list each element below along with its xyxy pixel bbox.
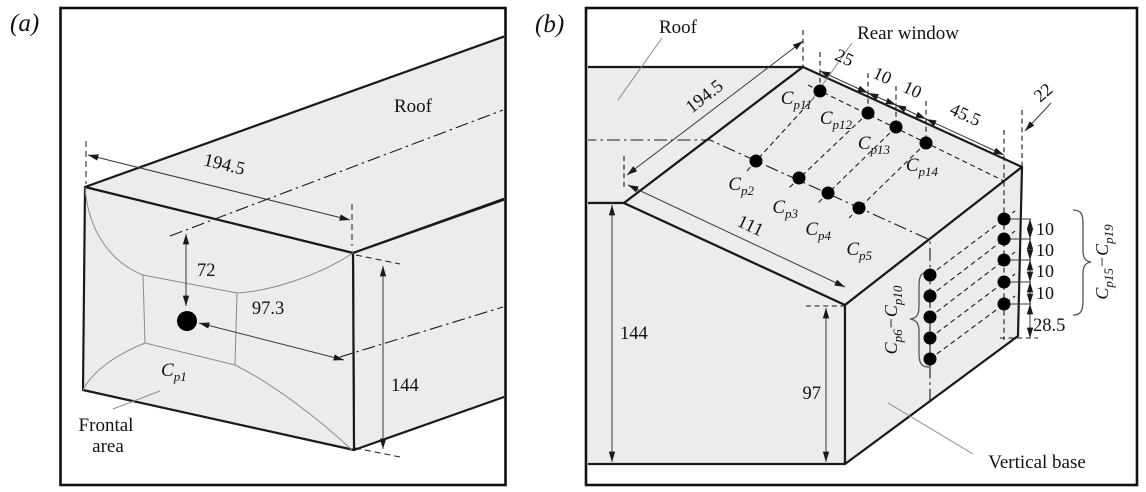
tap-label-cp1: Cp1 bbox=[161, 360, 187, 384]
tap-label-cp5: Cp5 bbox=[846, 239, 872, 263]
panel-a-tag: (a) bbox=[10, 10, 39, 37]
dim-label-base-10a: 10 bbox=[1036, 219, 1054, 239]
range-label-cp15-cp19: Cp15−Cp19 bbox=[1092, 224, 1116, 300]
dim-line-10b bbox=[895, 104, 927, 120]
tap-dot-cp19 bbox=[997, 297, 1011, 311]
roof-label-b: Roof bbox=[659, 17, 698, 38]
frontal-face-a bbox=[81, 185, 356, 452]
tap-dot-cp11 bbox=[813, 84, 827, 98]
tap-label-cp3: Cp3 bbox=[772, 197, 798, 221]
base-tap-guides bbox=[929, 210, 1016, 360]
tap-label-cp4: Cp4 bbox=[805, 219, 831, 243]
roof-label-a: Roof bbox=[394, 96, 433, 117]
tap-label-cp2: Cp2 bbox=[728, 174, 754, 198]
tap-dot-cp4 bbox=[821, 186, 835, 200]
tap-dot-cp13 bbox=[889, 120, 903, 134]
tap-dot-cp18 bbox=[997, 275, 1011, 289]
panel-b-tag: (b) bbox=[535, 11, 564, 38]
tap-dot-cp12 bbox=[861, 106, 875, 120]
tap-dot-cp15 bbox=[997, 212, 1011, 226]
dim-label-28-5: 28.5 bbox=[1033, 316, 1065, 336]
tap-label-cp13: Cp13 bbox=[858, 133, 891, 157]
dim-line-45-5 bbox=[925, 118, 1005, 156]
dim-label-base-10d: 10 bbox=[1036, 283, 1054, 303]
tap-dot-cp14 bbox=[919, 136, 933, 150]
dim-label-97-3: 97.3 bbox=[252, 299, 284, 319]
tap-dot-cp17 bbox=[997, 253, 1011, 267]
vertical-base-label: Vertical base bbox=[988, 452, 1086, 473]
tap-dot-cp7 bbox=[923, 289, 937, 303]
rear-window-label: Rear window bbox=[857, 23, 959, 44]
vertical-base-leader bbox=[887, 402, 974, 455]
dim-label-base-10b: 10 bbox=[1036, 240, 1054, 260]
tap-dot-cp16 bbox=[997, 232, 1011, 246]
tap-dot-cp1 bbox=[177, 311, 197, 331]
extension-ticks-a bbox=[85, 141, 401, 458]
tap-label-cp12: Cp12 bbox=[820, 108, 853, 132]
tap-dot-cp6 bbox=[923, 268, 937, 282]
dim-line-111 bbox=[627, 184, 846, 288]
base-tap-ticks bbox=[1004, 218, 1031, 305]
dim-label-72: 72 bbox=[197, 261, 216, 281]
brace-cp15-cp19 bbox=[1072, 209, 1092, 316]
dim-label-144-b: 144 bbox=[620, 324, 648, 344]
dim-label-144-a: 144 bbox=[391, 376, 419, 396]
dim-leader-22 bbox=[1024, 102, 1052, 132]
dim-line-97-3 bbox=[198, 322, 345, 361]
tap-dot-cp3 bbox=[792, 171, 806, 185]
dim-line-roof-length-a bbox=[87, 154, 351, 221]
range-label-cp6-cp10: Cp6−Cp10 bbox=[881, 285, 905, 354]
frontal-area-label-line1: Frontal bbox=[79, 415, 134, 436]
tap-dot-cp10 bbox=[923, 352, 937, 366]
dim-line-25 bbox=[819, 70, 869, 94]
dim-line-10a bbox=[867, 92, 897, 106]
tap-dot-cp9 bbox=[923, 331, 937, 345]
dim-label-97: 97 bbox=[803, 384, 822, 404]
frontal-area-leader bbox=[112, 390, 161, 410]
front-fillet-curves bbox=[82, 186, 354, 451]
tap-label-cp14: Cp14 bbox=[906, 155, 939, 179]
tap-dot-cp2 bbox=[749, 154, 763, 168]
tap-dot-cp5 bbox=[852, 201, 866, 215]
tap-dot-cp8 bbox=[923, 310, 937, 324]
dim-label-base-10c: 10 bbox=[1036, 261, 1054, 281]
dim-line-roof-length-b bbox=[626, 40, 804, 176]
brace-cp6-cp10 bbox=[909, 271, 930, 368]
roof-leader-b bbox=[617, 37, 663, 101]
tap-label-cp11: Cp11 bbox=[781, 88, 812, 112]
frontal-area-label-line2: area bbox=[92, 436, 124, 457]
